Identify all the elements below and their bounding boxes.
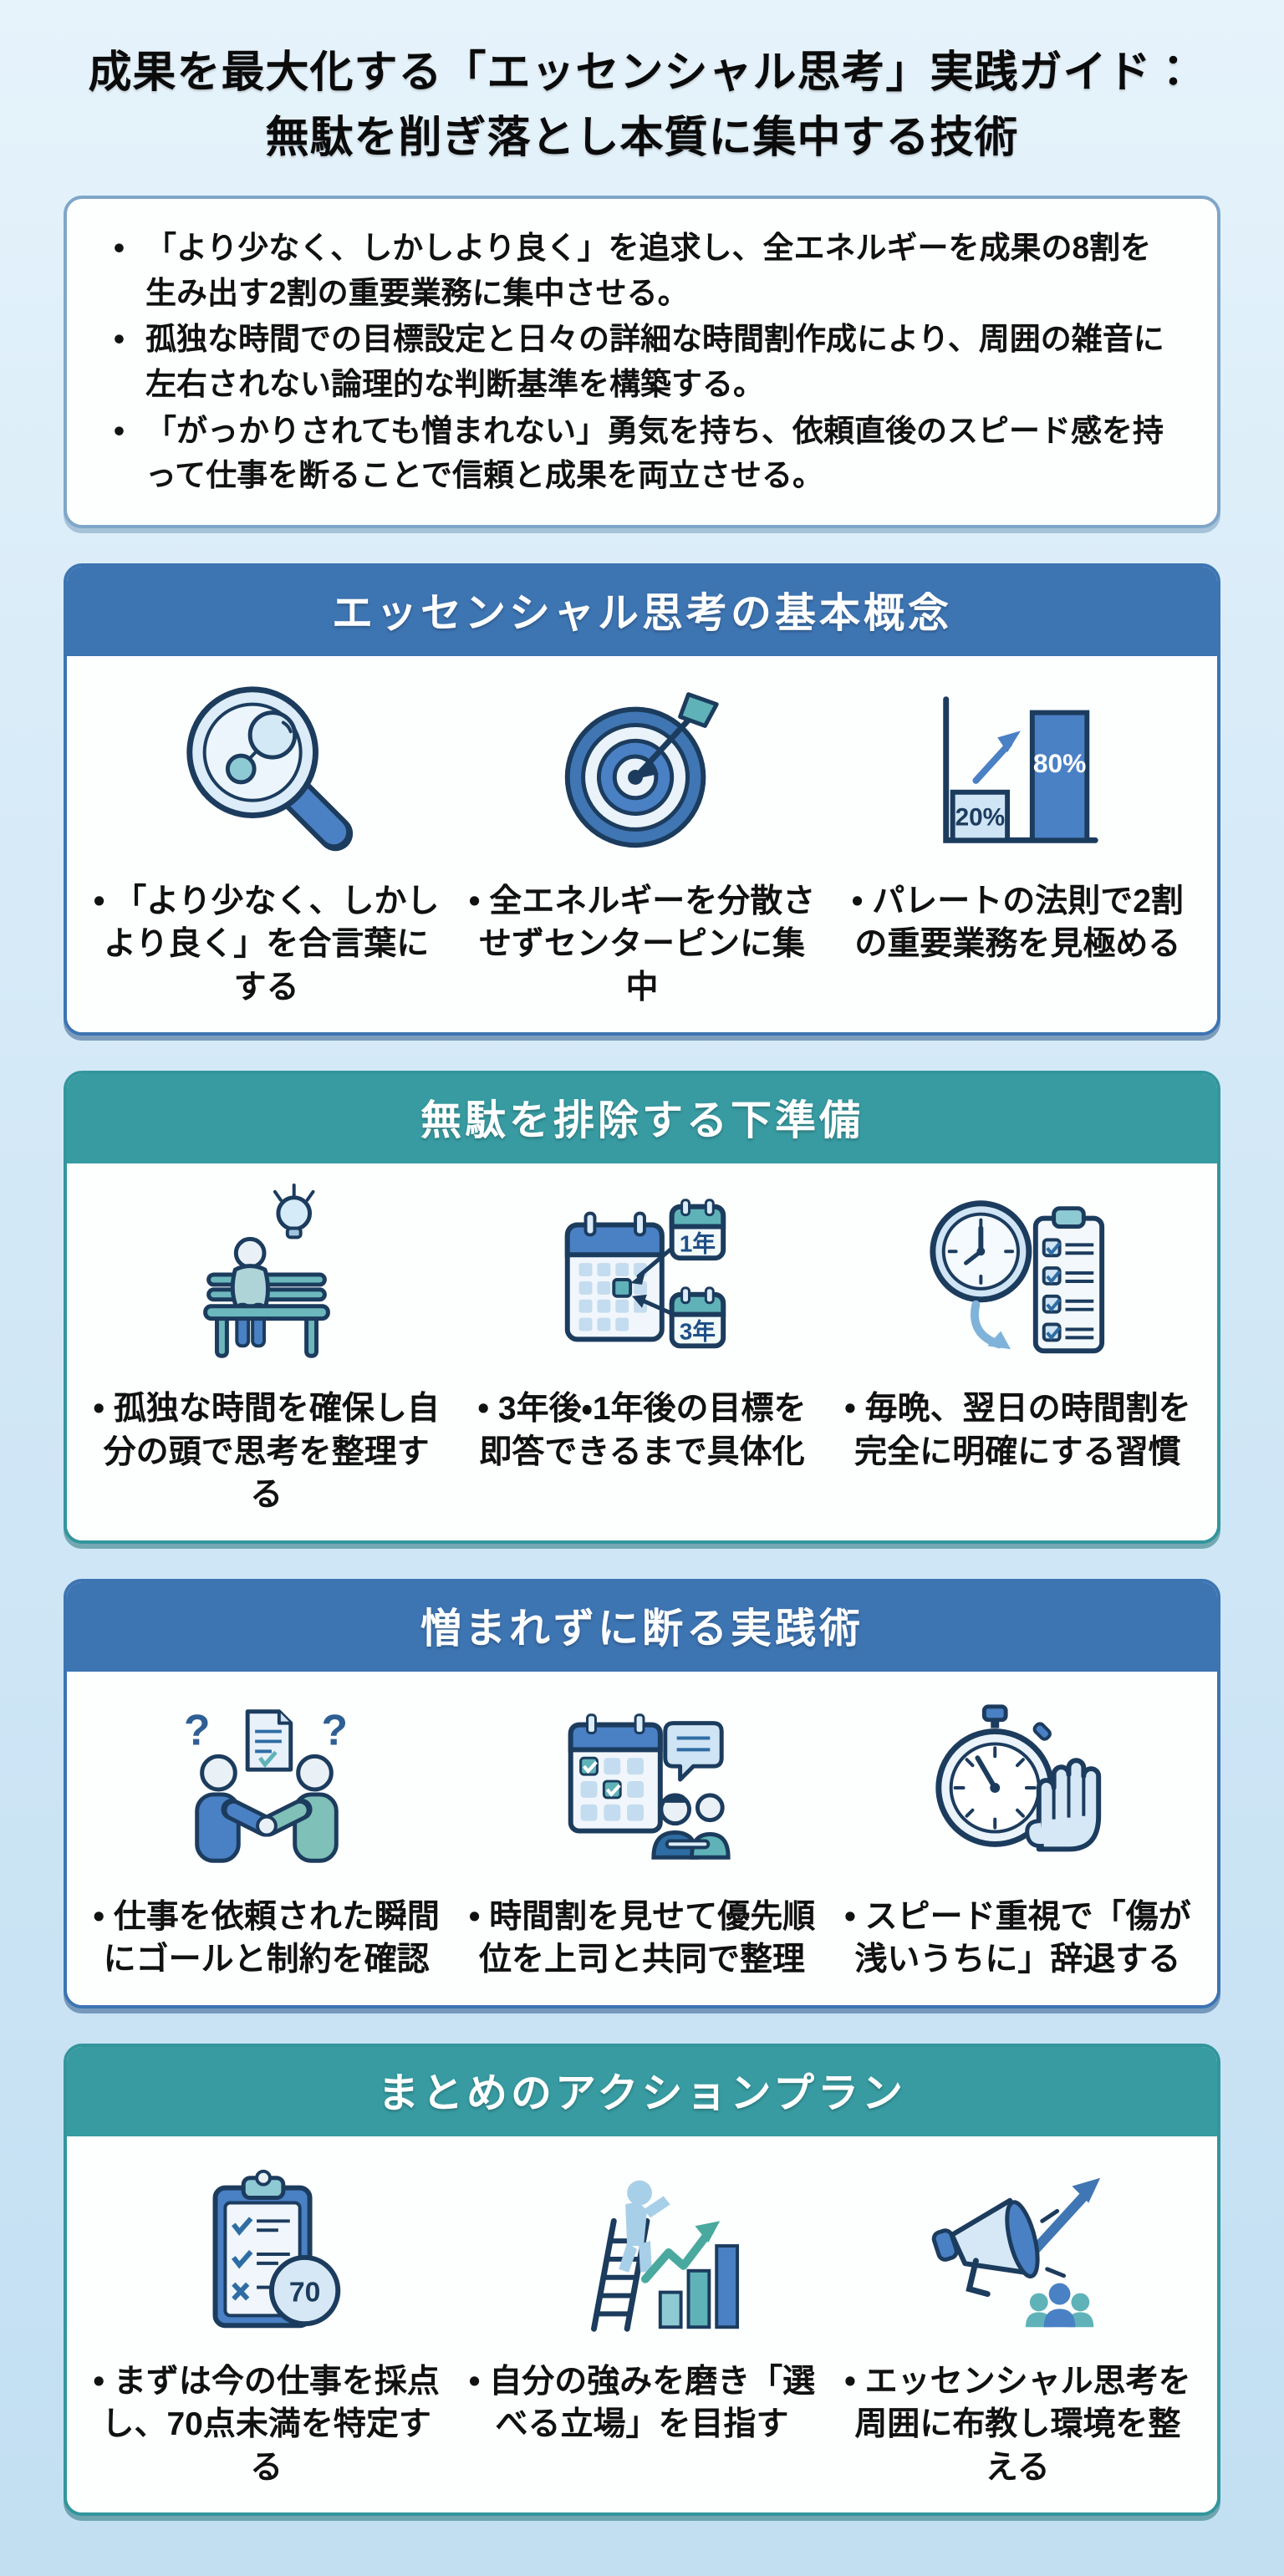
ladder-growth-icon	[543, 2148, 741, 2354]
item-daily-schedule: 毎晩、翌日の時間割を完全に明確にする習慣	[840, 1175, 1195, 1516]
one-year-label: 1年	[680, 1231, 716, 1257]
schedule-discussion-icon	[543, 1683, 741, 1889]
page-title: 成果を最大化する「エッセンシャル思考」実践ガイド： 無駄を削ぎ落とし本質に集中す…	[64, 40, 1220, 171]
pareto-large-label: 80%	[1033, 748, 1086, 778]
page-title-line2: 無駄を削ぎ落とし本質に集中する技術	[265, 114, 1019, 162]
section-refusal: 憎まれずに断る実践術 ? ?	[64, 1578, 1220, 2008]
section-refusal-title: 憎まれずに断る実践術	[67, 1581, 1217, 1672]
item-confirm-goal-text: 仕事を依頼された瞬間にゴールと制約を確認	[89, 1896, 444, 1982]
item-priorities: 時間割を見せて優先順位を上司と共同で整理	[464, 1683, 819, 1982]
item-decline-fast: スピード重視で「傷が浅いうちに」辞退する	[840, 1683, 1195, 1982]
three-year-label: 3年	[680, 1319, 716, 1345]
section-action-plan-body: 70 まずは今の仕事を採点し、70点未満を特定する	[67, 2136, 1217, 2512]
item-confirm-goal: ? ?	[89, 1683, 444, 1982]
item-spread-text: エッセンシャル思考を周囲に布教し環境を整える	[840, 2360, 1195, 2489]
page-title-line1: 成果を最大化する「エッセンシャル思考」実践ガイド：	[88, 48, 1196, 97]
item-goals-text: 3年後・1年後の目標を即答できるまで具体化	[464, 1387, 819, 1474]
item-solitude-text: 孤独な時間を確保し自分の頭で思考を整理する	[89, 1387, 444, 1516]
mini-calendar-three-year: 3年	[669, 1286, 726, 1349]
item-scoring: 70 まずは今の仕事を採点し、70点未満を特定する	[89, 2148, 444, 2489]
item-solitude: 孤独な時間を確保し自分の頭で思考を整理する	[89, 1175, 444, 1516]
item-pareto-text: パレートの法則で2割の重要業務を見極める	[840, 880, 1195, 966]
section-refusal-body: ? ?	[67, 1671, 1217, 2005]
item-centerpin: 全エネルギーを分散させずセンターピンに集中	[464, 668, 819, 1009]
item-spread: エッセンシャル思考を周囲に布教し環境を整える	[840, 2148, 1195, 2489]
audience-people	[1026, 2283, 1094, 2327]
megaphone-spread-icon	[918, 2148, 1117, 2354]
question-mark-right: ?	[321, 1705, 348, 1754]
item-slogan: 「より少なく、しかしより良く」を合言葉にする	[89, 668, 444, 1009]
target-icon	[543, 668, 741, 873]
scoring-clipboard-icon: 70	[167, 2148, 366, 2354]
section-preparation: 無駄を排除する下準備	[64, 1071, 1220, 1544]
section-preparation-body: 孤独な時間を確保し自分の頭で思考を整理する	[67, 1163, 1217, 1540]
item-priorities-text: 時間割を見せて優先順位を上司と共同で整理	[464, 1896, 819, 1982]
item-daily-schedule-text: 毎晩、翌日の時間割を完全に明確にする習慣	[840, 1387, 1195, 1474]
summary-bullet-2: 孤独な時間での目標設定と日々の詳細な時間割作成により、周囲の雑音に左右されない論…	[104, 317, 1180, 406]
goal-calendar-icon: 1年 3年	[543, 1175, 741, 1381]
question-mark-left: ?	[184, 1705, 210, 1754]
section-basic-concepts-body: 「より少なく、しかしより良く」を合言葉にする 全エネルギーを分散さ	[67, 655, 1217, 1033]
mini-calendar-one-year: 1年	[669, 1199, 726, 1261]
pareto-small-label: 20%	[955, 803, 1006, 831]
stopwatch-stop-hand-icon	[918, 1683, 1117, 1889]
item-goals: 1年 3年 3	[464, 1175, 819, 1516]
section-basic-concepts-title: エッセンシャル思考の基本概念	[67, 566, 1217, 656]
item-scoring-text: まずは今の仕事を採点し、70点未満を特定する	[89, 2360, 444, 2489]
item-pareto: 20% 80% パレートの法則で2割の重要業務を見極める	[840, 668, 1195, 1009]
summary-bullet-3: 「がっかりされても憎まれない」勇気を持ち、依頼直後のスピード感を持って仕事を断る…	[104, 409, 1180, 498]
item-strength: 自分の強みを磨き「選べる立場」を目指す	[464, 2148, 819, 2489]
summary-bullet-1: 「より少なく、しかしより良く」を追求し、全エネルギーを成果の8割を生み出す2割の…	[104, 226, 1180, 315]
pareto-chart-icon: 20% 80%	[918, 668, 1117, 873]
summary-list: 「より少なく、しかしより良く」を追求し、全エネルギーを成果の8割を生み出す2割の…	[104, 226, 1180, 498]
section-action-plan: まとめのアクションプラン	[64, 2043, 1220, 2516]
clock-checklist-icon	[918, 1175, 1117, 1381]
item-slogan-text: 「より少なく、しかしより良く」を合言葉にする	[89, 880, 444, 1009]
thinking-bench-icon	[167, 1175, 366, 1381]
section-action-plan-title: まとめのアクションプラン	[67, 2046, 1217, 2136]
summary-card: 「より少なく、しかしより良く」を追求し、全エネルギーを成果の8割を生み出す2割の…	[64, 196, 1220, 528]
section-preparation-title: 無駄を排除する下準備	[67, 1074, 1217, 1164]
score-label: 70	[289, 2276, 321, 2308]
megaphone-shape	[932, 2197, 1040, 2297]
item-strength-text: 自分の強みを磨き「選べる立場」を目指す	[464, 2360, 819, 2446]
handshake-question-icon: ? ?	[167, 1683, 366, 1889]
magnifier-icon	[167, 668, 366, 873]
item-decline-fast-text: スピード重視で「傷が浅いうちに」辞退する	[840, 1896, 1195, 1982]
item-centerpin-text: 全エネルギーを分散させずセンターピンに集中	[464, 880, 819, 1009]
section-basic-concepts: エッセンシャル思考の基本概念 「より少なく、しかしより良く」を合言葉に	[64, 563, 1220, 1036]
